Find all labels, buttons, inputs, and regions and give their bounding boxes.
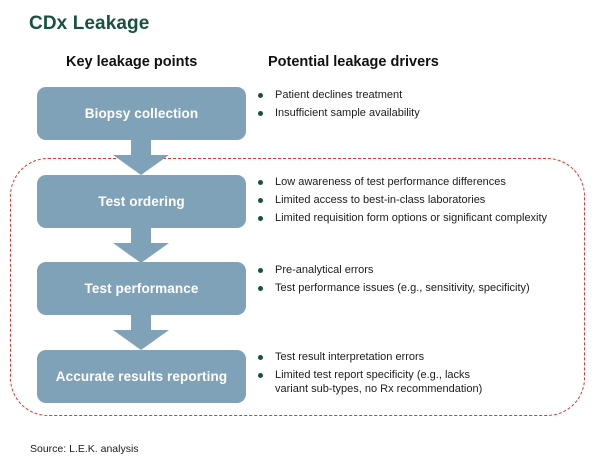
- page-title: CDx Leakage: [29, 13, 150, 34]
- list-item: Test performance issues (e.g., sensitivi…: [258, 281, 530, 295]
- flow-step-test-performance[interactable]: Test performance: [37, 262, 246, 315]
- driver-text: Low awareness of test performance differ…: [275, 176, 506, 188]
- list-item: Limited test report specificity (e.g., l…: [258, 368, 482, 396]
- driver-text: Pre-analytical errors: [275, 264, 374, 276]
- bullet-dot-icon: [258, 373, 263, 378]
- list-item: Pre-analytical errors: [258, 263, 530, 277]
- flow-step-label: Biopsy collection: [84, 106, 199, 121]
- list-item: Limited requisition form options or sign…: [258, 211, 547, 225]
- down-arrow-icon: [113, 139, 169, 175]
- bullet-dot-icon: [258, 111, 263, 116]
- list-item: Test result interpretation errors: [258, 350, 482, 364]
- driver-list-test-performance: Pre-analytical errors Test performance i…: [258, 263, 530, 299]
- bullet-dot-icon: [258, 268, 263, 273]
- flow-step-label: Test performance: [84, 281, 199, 296]
- flow-step-biopsy-collection[interactable]: Biopsy collection: [37, 87, 246, 140]
- driver-text: Limited access to best-in-class laborato…: [275, 194, 486, 206]
- driver-list-accurate-results-reporting: Test result interpretation errors Limite…: [258, 350, 482, 400]
- bullet-dot-icon: [258, 180, 263, 185]
- list-item: Limited access to best-in-class laborato…: [258, 193, 547, 207]
- flow-step-label: Test ordering: [98, 194, 185, 209]
- driver-list-test-ordering: Low awareness of test performance differ…: [258, 175, 547, 229]
- bullet-dot-icon: [258, 93, 263, 98]
- flow-step-test-ordering[interactable]: Test ordering: [37, 175, 246, 228]
- driver-text: Test result interpretation errors: [275, 351, 425, 363]
- bullet-dot-icon: [258, 286, 263, 291]
- driver-text: Insufficient sample availability: [275, 107, 420, 119]
- flow-step-label: Accurate results reporting: [55, 369, 228, 384]
- flow-step-accurate-results-reporting[interactable]: Accurate results reporting: [37, 350, 246, 403]
- bullet-dot-icon: [258, 355, 263, 360]
- driver-text: Patient declines treatment: [275, 89, 403, 101]
- column-header-key-leakage-points: Key leakage points: [66, 54, 198, 70]
- down-arrow-icon: [113, 314, 169, 350]
- driver-text: Limited test report specificity (e.g., l…: [275, 369, 483, 395]
- bullet-dot-icon: [258, 198, 263, 203]
- list-item: Insufficient sample availability: [258, 106, 420, 120]
- list-item: Patient declines treatment: [258, 88, 420, 102]
- down-arrow-icon: [113, 227, 169, 263]
- source-note: Source: L.E.K. analysis: [30, 443, 139, 455]
- driver-text: Limited requisition form options or sign…: [275, 212, 548, 224]
- column-header-potential-leakage-drivers: Potential leakage drivers: [268, 54, 439, 70]
- driver-list-biopsy-collection: Patient declines treatment Insufficient …: [258, 88, 420, 124]
- driver-text: Test performance issues (e.g., sensitivi…: [275, 282, 530, 294]
- bullet-dot-icon: [258, 216, 263, 221]
- list-item: Low awareness of test performance differ…: [258, 175, 547, 189]
